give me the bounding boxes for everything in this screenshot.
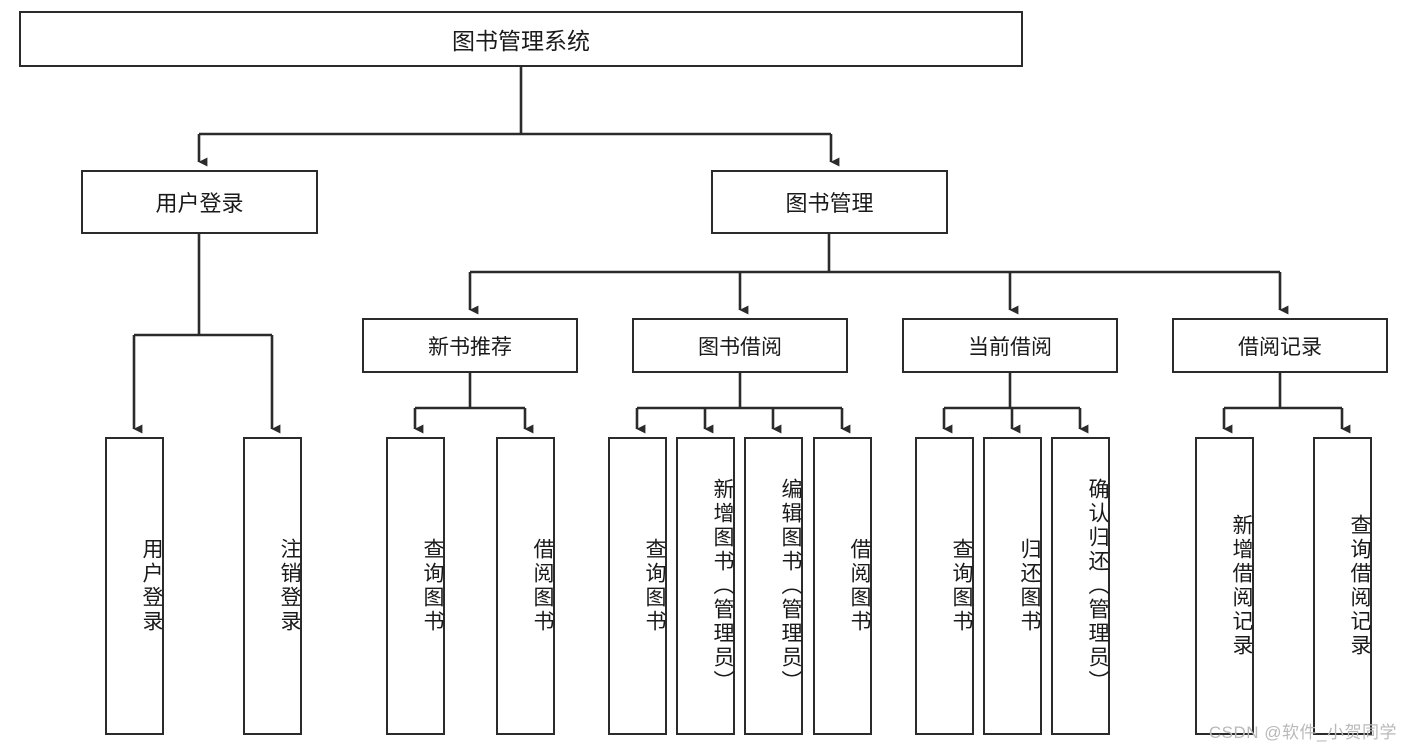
node-book-borrow[interactable]: 图书借阅: [632, 318, 848, 373]
node-label: 查询图书: [950, 538, 973, 634]
leaf-borrow-book-recommend[interactable]: 借阅图书: [496, 437, 555, 735]
node-label: 查询图书: [643, 538, 666, 634]
node-label: 查询借阅记录: [1348, 514, 1371, 658]
node-label: 借阅图书: [531, 538, 554, 634]
leaf-user-login[interactable]: 用户登录: [105, 437, 164, 735]
leaf-query-borrow-record[interactable]: 查询借阅记录: [1313, 437, 1372, 735]
node-root-book-management-system[interactable]: 图书管理系统: [19, 11, 1023, 67]
node-label: 新增借阅记录: [1230, 514, 1253, 658]
node-label: 确认归还（管理员）: [1086, 478, 1109, 694]
node-label: 新书推荐: [428, 335, 512, 359]
node-user-login[interactable]: 用户登录: [81, 170, 318, 234]
leaf-query-book-recommend[interactable]: 查询图书: [386, 437, 445, 735]
leaf-query-book-current[interactable]: 查询图书: [915, 437, 974, 735]
node-label: 借阅图书: [848, 538, 871, 634]
node-label: 用户登录: [140, 538, 163, 634]
leaf-add-book-admin[interactable]: 新增图书（管理员）: [676, 437, 735, 735]
node-label: 新增图书（管理员）: [711, 478, 734, 694]
leaf-edit-book-admin[interactable]: 编辑图书（管理员）: [744, 437, 803, 735]
node-label: 当前借阅: [968, 335, 1052, 359]
node-label: 编辑图书（管理员）: [779, 478, 802, 694]
leaf-confirm-return-admin[interactable]: 确认归还（管理员）: [1051, 437, 1110, 735]
node-label: 图书管理: [785, 191, 874, 216]
leaf-query-book-borrow[interactable]: 查询图书: [608, 437, 667, 735]
node-label: 用户登录: [155, 191, 244, 216]
node-borrow-record[interactable]: 借阅记录: [1172, 318, 1388, 373]
node-label: 归还图书: [1018, 538, 1041, 634]
leaf-borrow-book[interactable]: 借阅图书: [813, 437, 872, 735]
leaf-logout-login[interactable]: 注销登录: [243, 437, 302, 735]
node-label: 图书借阅: [698, 335, 782, 359]
node-label: 查询图书: [421, 538, 444, 634]
node-label: 注销登录: [278, 538, 301, 634]
csdn-watermark: CSDN @软件_小贺同学: [1208, 723, 1397, 742]
leaf-return-book[interactable]: 归还图书: [983, 437, 1042, 735]
node-new-book-recommend[interactable]: 新书推荐: [362, 318, 578, 373]
node-label: 借阅记录: [1238, 335, 1322, 359]
leaf-add-borrow-record[interactable]: 新增借阅记录: [1195, 437, 1254, 735]
node-label: 图书管理系统: [452, 28, 590, 54]
node-current-borrow[interactable]: 当前借阅: [902, 318, 1118, 373]
node-book-management[interactable]: 图书管理: [711, 170, 948, 234]
